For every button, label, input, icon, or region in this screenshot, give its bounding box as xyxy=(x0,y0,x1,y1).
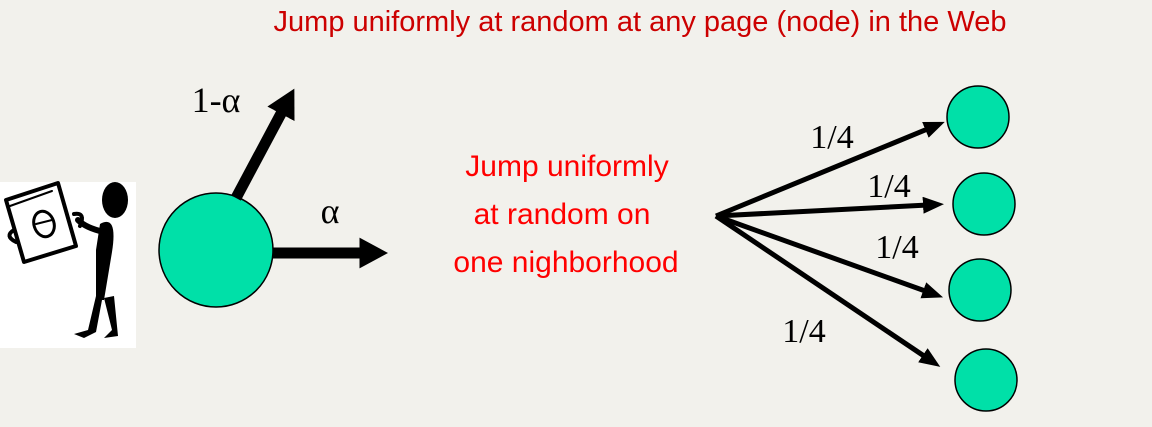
neighborhood-text-line-1: Jump uniformly xyxy=(465,150,668,183)
branch-arrow-4 xyxy=(714,213,941,367)
neighbor-node-3 xyxy=(948,258,1012,322)
branch-label-1: 1/4 xyxy=(810,119,853,156)
branch-arrow-1 xyxy=(715,121,945,219)
current-page-node xyxy=(158,192,274,308)
branch-arrows xyxy=(714,121,945,367)
teleport-arrow xyxy=(231,88,295,201)
neighbor-node-1 xyxy=(946,85,1010,149)
neighborhood-text-line-2: at random on xyxy=(474,198,651,231)
neighbor-node-4 xyxy=(954,348,1018,412)
title-text: Jump uniformly at random at any page (no… xyxy=(274,6,1007,38)
branch-label-4: 1/4 xyxy=(782,313,825,350)
neighbor-node-2 xyxy=(952,172,1016,236)
branch-label-2: 1/4 xyxy=(867,168,910,205)
neighborhood-text-line-3: one nighborhood xyxy=(453,246,678,279)
teleport-label: 1-α xyxy=(192,80,241,120)
surfer-icon xyxy=(0,181,136,348)
branch-label-3: 1/4 xyxy=(875,229,918,266)
branch-arrow-3 xyxy=(715,213,944,299)
branch-arrow-2 xyxy=(715,196,944,219)
follow-link-label: α xyxy=(321,191,340,231)
